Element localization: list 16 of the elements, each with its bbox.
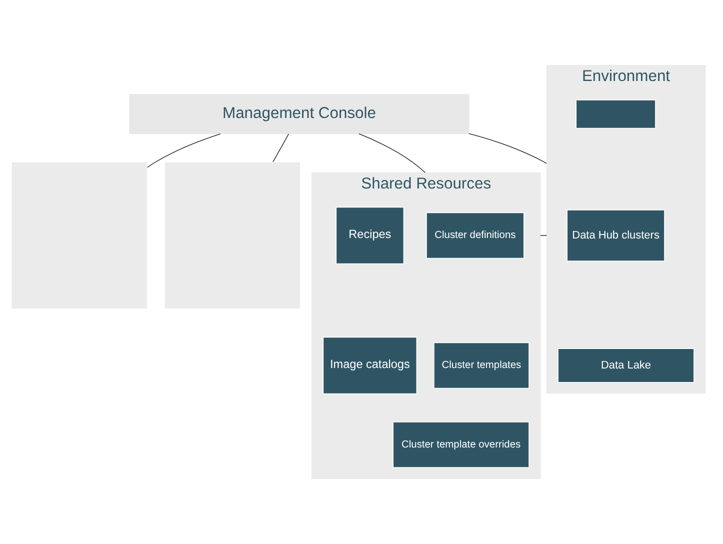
node-box — [11, 162, 148, 310]
node-box — [164, 162, 301, 310]
connector — [358, 133, 426, 174]
connector — [146, 133, 221, 168]
connector — [540, 235, 548, 236]
connector — [468, 133, 548, 164]
node-box: Cluster template overrides — [392, 422, 530, 468]
node-box: Data Lake — [558, 348, 694, 383]
node-box: Recipes — [336, 206, 404, 264]
node-box: Image catalogs — [322, 336, 418, 394]
node-box: Data Hub clusters — [566, 210, 665, 262]
node-box: Cluster templates — [434, 342, 530, 389]
connector — [272, 134, 290, 162]
node-box: Management Console — [129, 94, 470, 134]
node-box: Cluster definitions — [426, 212, 524, 259]
node-box — [576, 100, 656, 129]
